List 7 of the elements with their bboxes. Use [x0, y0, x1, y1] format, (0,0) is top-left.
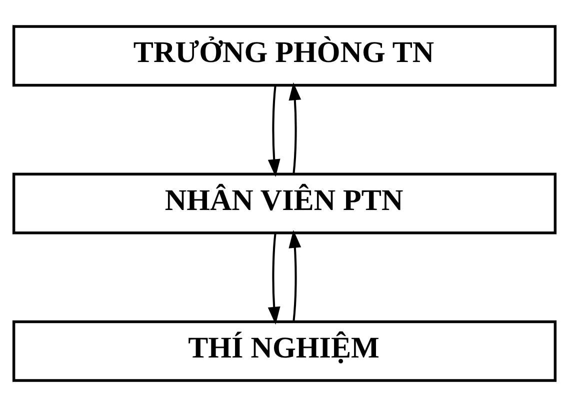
arrow — [288, 230, 302, 322]
node-box: THÍ NGHIỆM — [12, 320, 557, 382]
node-box: NHÂN VIÊN PTN — [12, 172, 557, 234]
arrow — [268, 233, 280, 325]
node-box: TRƯỞNG PHÒNG TN — [12, 25, 557, 87]
arrow — [268, 85, 280, 177]
arrow — [288, 82, 302, 174]
